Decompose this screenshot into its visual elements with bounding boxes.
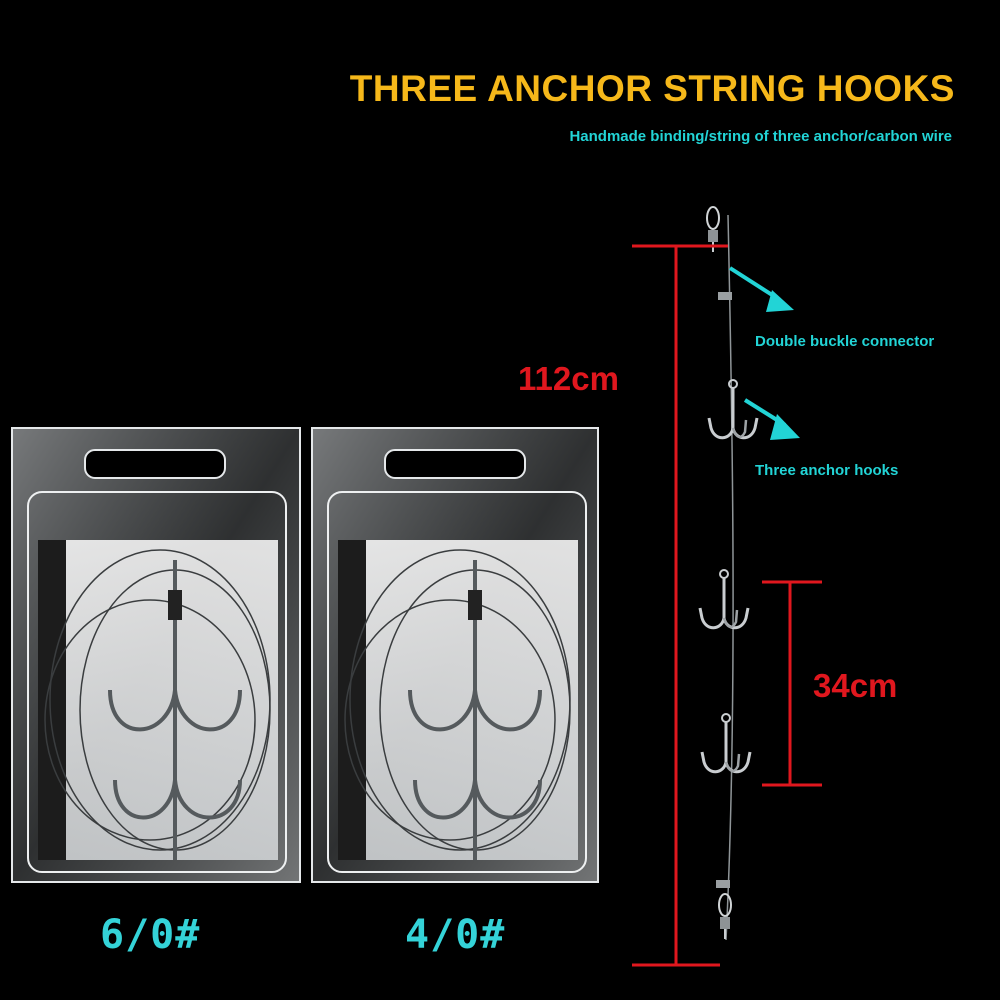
- package-6-0: [11, 427, 301, 883]
- total-length-label: 112cm: [518, 360, 619, 397]
- callout-arrows: [728, 266, 800, 440]
- package-size-label: 6/0#: [100, 912, 201, 958]
- dimension-lines: [632, 244, 822, 967]
- package-4-0: [311, 427, 599, 883]
- product-subtitle: Handmade binding/string of three anchor/…: [569, 128, 952, 145]
- product-title: THREE ANCHOR STRING HOOKS: [349, 68, 955, 109]
- hooks-callout: Three anchor hooks: [755, 462, 899, 479]
- package-size-label: 4/0#: [405, 912, 506, 958]
- connector-callout: Double buckle connector: [755, 333, 935, 350]
- hook-spacing-label: 34cm: [813, 667, 898, 704]
- hook-rig: [698, 206, 759, 941]
